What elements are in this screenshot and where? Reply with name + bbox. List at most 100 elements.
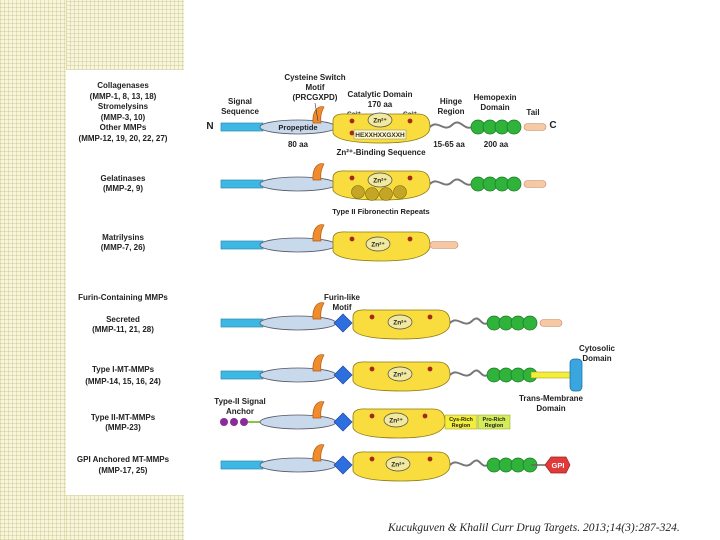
cysteine-switch xyxy=(312,163,325,181)
fibronectin-label: Type II Fibronectin Repeats xyxy=(332,207,429,216)
pro-rich-region xyxy=(477,414,511,430)
propeptide-domain xyxy=(259,367,337,383)
furin-motif xyxy=(333,412,353,432)
family-label-line: (MMP-1, 8, 13, 18) xyxy=(90,92,157,101)
tail-label: Tail xyxy=(526,108,539,117)
zinc-label: Zn²⁺ xyxy=(391,462,405,469)
svg-text:Domain: Domain xyxy=(536,404,565,413)
hinge-region-label: Hinge Region xyxy=(437,97,464,116)
zinc-ion xyxy=(367,172,393,188)
svg-text:Hemopexin: Hemopexin xyxy=(473,93,516,102)
family-label-line: Type II-MT-MMPs xyxy=(91,413,156,422)
fibronectin-repeat xyxy=(365,187,379,201)
zinc-ion xyxy=(385,456,411,472)
signal-sequence-label: Signal Sequence xyxy=(221,97,259,116)
calcium-site xyxy=(369,456,375,462)
family-label-line: Stromelysins xyxy=(98,102,149,111)
cytosolic-domain-label: Cytosolic Domain xyxy=(579,344,616,363)
family-label-line: (MMP-7, 26) xyxy=(101,243,146,252)
pro-rich-label: Pro-Rich xyxy=(483,417,507,423)
svg-text:Motif: Motif xyxy=(305,83,324,92)
propeptide-domain xyxy=(259,457,337,473)
c-terminal-tail xyxy=(429,241,459,249)
type2-anchor-bead xyxy=(230,418,238,426)
row-matrilysins: Zn²⁺ xyxy=(220,224,459,262)
family-label-line: Other MMPs xyxy=(100,123,147,132)
fibronectin-repeat xyxy=(351,185,365,199)
fibronectin-repeat xyxy=(393,185,407,199)
decorative-stripe-bottom xyxy=(66,495,184,540)
hemopexin-size-label: 200 aa xyxy=(484,140,509,149)
propeptide-domain xyxy=(259,414,337,430)
cys-rich-region xyxy=(444,414,478,430)
furin-motif xyxy=(333,313,353,333)
svg-text:Domain: Domain xyxy=(582,354,611,363)
svg-text:Trans-Membrane: Trans-Membrane xyxy=(519,394,584,403)
calcium-site xyxy=(369,413,375,419)
hemopexin-domain-label: Hemopexin Domain xyxy=(473,93,516,112)
family-label-line: (MMP-17, 25) xyxy=(99,466,148,475)
hemopexin-blade xyxy=(506,119,522,135)
catalytic-domain-label: Catalytic Domain 170 aa xyxy=(348,90,413,109)
hemopexin-blade xyxy=(506,176,522,192)
cysteine-leader-line xyxy=(314,102,319,122)
hinge-region xyxy=(449,317,489,325)
zinc-label: Zn²⁺ xyxy=(389,418,403,425)
row-secreted-furin: Zn²⁺ xyxy=(220,302,563,340)
signal-sequence xyxy=(220,318,264,328)
calcium-site xyxy=(349,130,355,136)
propeptide-domain xyxy=(259,176,337,192)
furin-motif-label: Furin-like Motif xyxy=(324,293,361,312)
zinc-ion xyxy=(387,314,413,330)
fibronectin-repeat xyxy=(379,187,393,201)
type2-anchor-bead xyxy=(240,418,248,426)
cysteine-switch xyxy=(312,106,325,124)
furin-motif xyxy=(333,365,353,385)
family-label-line: Gelatinases xyxy=(101,174,146,183)
family-label-line: (MMP-11, 21, 28) xyxy=(92,325,154,334)
svg-text:Signal: Signal xyxy=(228,97,252,106)
type2-anchor-label: Type-II Signal Anchor xyxy=(214,397,265,416)
svg-text:Anchor: Anchor xyxy=(226,407,254,416)
cys-rich-label: Cys-Rich xyxy=(449,417,473,423)
c-terminal-tail xyxy=(523,123,547,131)
svg-text:Region: Region xyxy=(437,107,464,116)
calcium-site xyxy=(427,456,433,462)
calcium-site xyxy=(407,236,413,242)
zinc-ion xyxy=(367,112,393,128)
family-label-line: (MMP-23) xyxy=(105,423,141,432)
zinc-label: Zn²⁺ xyxy=(371,242,385,249)
cysteine-switch xyxy=(312,401,325,419)
hinge-size-label: 15-65 aa xyxy=(433,140,465,149)
family-label-line: Secreted xyxy=(106,315,140,324)
signal-sequence xyxy=(220,370,264,380)
zinc-label: Zn²⁺ xyxy=(393,320,407,327)
row-gelatinases: Zn²⁺ xyxy=(220,163,547,201)
furin-motif xyxy=(333,455,353,475)
svg-text:Cysteine Switch: Cysteine Switch xyxy=(284,73,345,82)
calcium-site xyxy=(407,118,413,124)
pro-rich-label: Region xyxy=(485,423,504,429)
family-label-line: Type I-MT-MMPs xyxy=(92,365,155,374)
signal-sequence xyxy=(220,240,264,250)
type2-anchor-bead xyxy=(220,418,228,426)
calcium-site xyxy=(427,366,433,372)
zinc-ion xyxy=(383,412,409,428)
hinge-region xyxy=(449,369,489,377)
cysteine-switch xyxy=(312,224,325,242)
c-terminal-tail xyxy=(523,180,547,188)
cysteine-switch xyxy=(312,444,325,462)
svg-text:Hinge: Hinge xyxy=(440,97,463,106)
signal-sequence xyxy=(220,460,264,470)
cysteine-switch xyxy=(312,354,325,372)
propeptide-domain xyxy=(259,237,337,253)
svg-text:170 aa: 170 aa xyxy=(368,100,393,109)
calcium-site xyxy=(349,236,355,242)
propeptide-size-label: 80 aa xyxy=(288,140,309,149)
svg-text:Sequence: Sequence xyxy=(221,107,259,116)
hinge-region xyxy=(449,459,489,467)
zinc-ion xyxy=(365,236,391,252)
calcium-site xyxy=(369,366,375,372)
calcium-site xyxy=(422,413,428,419)
